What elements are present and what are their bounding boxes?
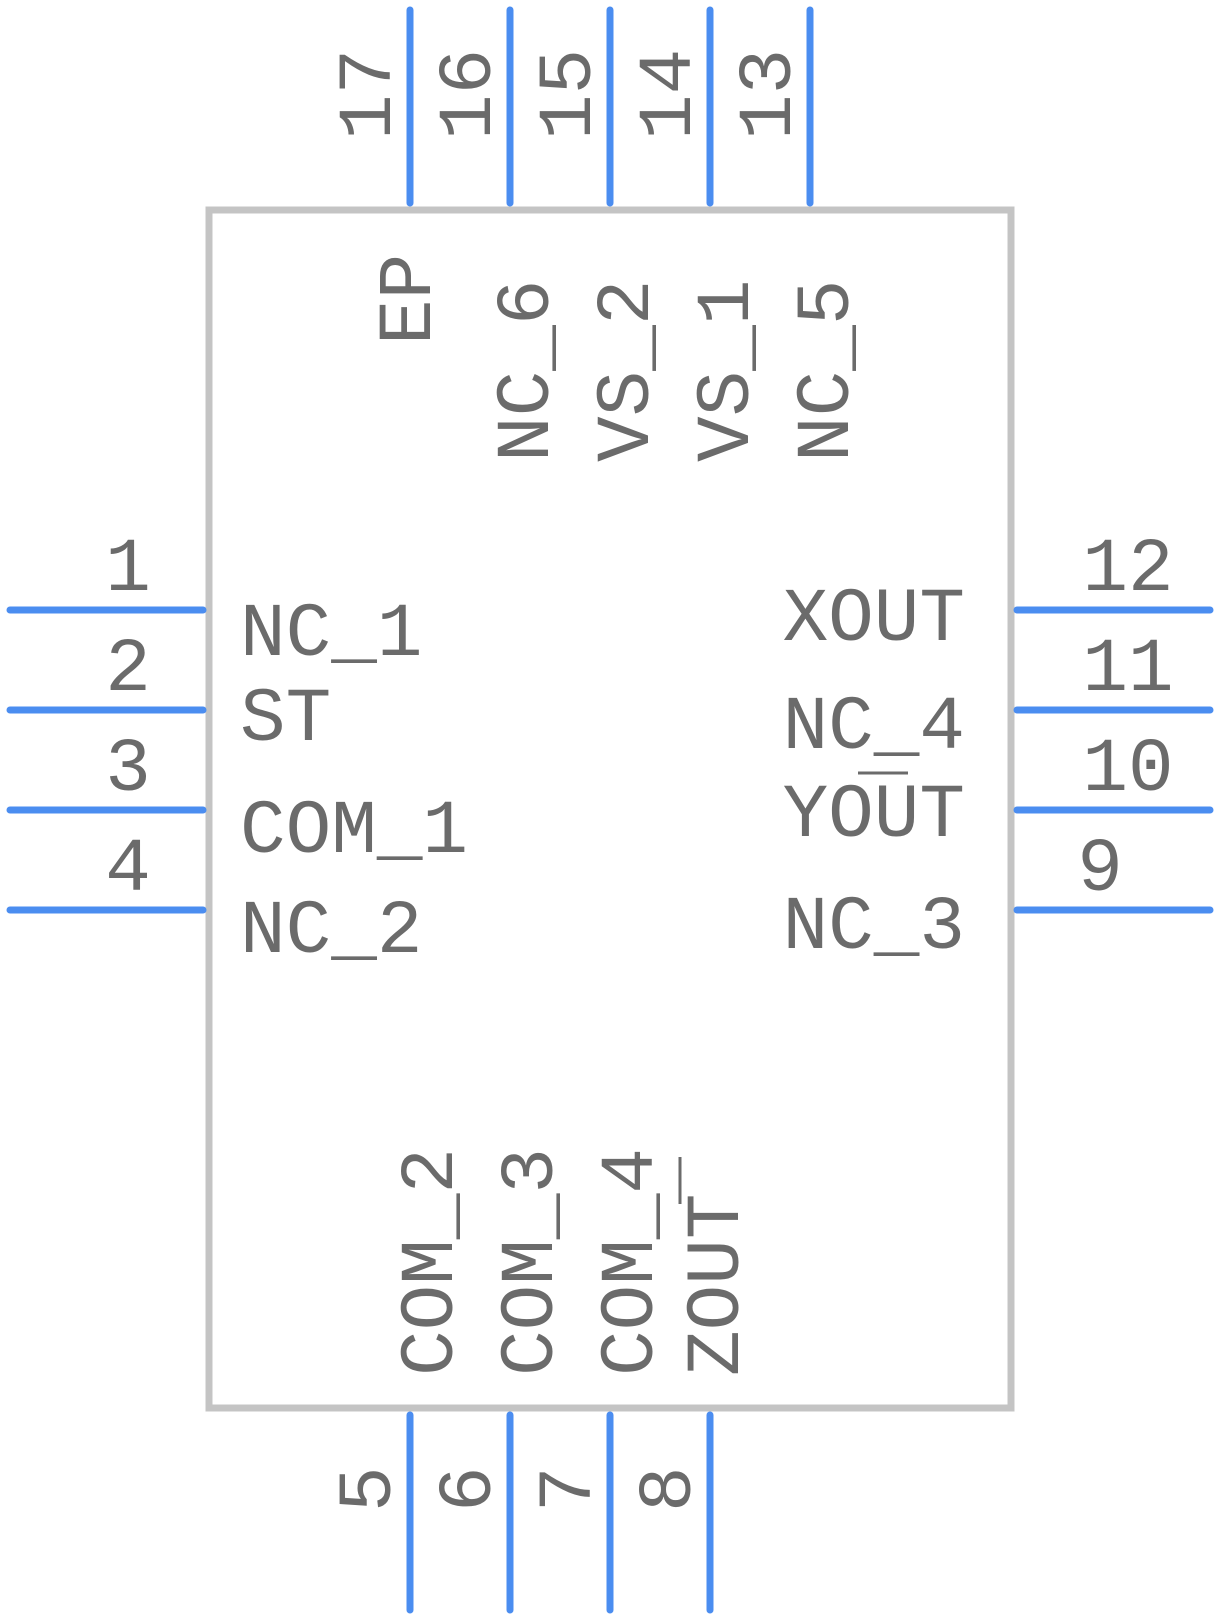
pin-5-name: COM_2 [389,1148,475,1376]
pin-9-name: NC_3 [783,885,965,971]
pin-1-name: NC_1 [240,592,422,678]
pin-4-name: NC_2 [240,889,422,975]
pin-16-number: 16 [427,49,513,140]
pin-8-name: ZOUT [675,1194,761,1376]
pin-6-name: COM_3 [489,1148,575,1376]
pin-1-number: 1 [105,527,151,613]
pin-2-name: ST [240,677,331,763]
pin-12-number: 12 [1082,527,1173,613]
pin-6-number: 6 [427,1466,513,1512]
pin-13-name: NC_5 [785,280,871,462]
pin-7-number: 7 [527,1466,613,1512]
pin-5-number: 5 [327,1466,413,1512]
pin-16-name: NC_6 [485,280,571,462]
pin-12-name: XOUT [783,577,965,663]
pin-3-name: COM_1 [240,789,468,875]
pin-9-number: 9 [1077,827,1123,913]
pin-4-number: 4 [105,827,151,913]
pin-8-number: 8 [627,1466,713,1512]
pin-15-name: VS_2 [585,280,671,462]
pin-17-name: EP [367,254,453,345]
pin-7-name: COM_4 [589,1148,675,1376]
pin-14-number: 14 [627,49,713,140]
pin-17-number: 17 [327,49,413,140]
pin-14-name: VS_1 [685,280,771,462]
pin-3-number: 3 [105,727,151,813]
pin-11-name: NC_4 [783,685,965,771]
pin-15-number: 15 [527,49,613,140]
pin-10-name: YOUT [783,773,965,859]
component-body [205,206,1015,1412]
pin-2-number: 2 [105,627,151,713]
pin-11-number: 11 [1082,627,1173,713]
pin-13-number: 13 [727,49,813,140]
pin-10-number: 10 [1082,727,1173,813]
